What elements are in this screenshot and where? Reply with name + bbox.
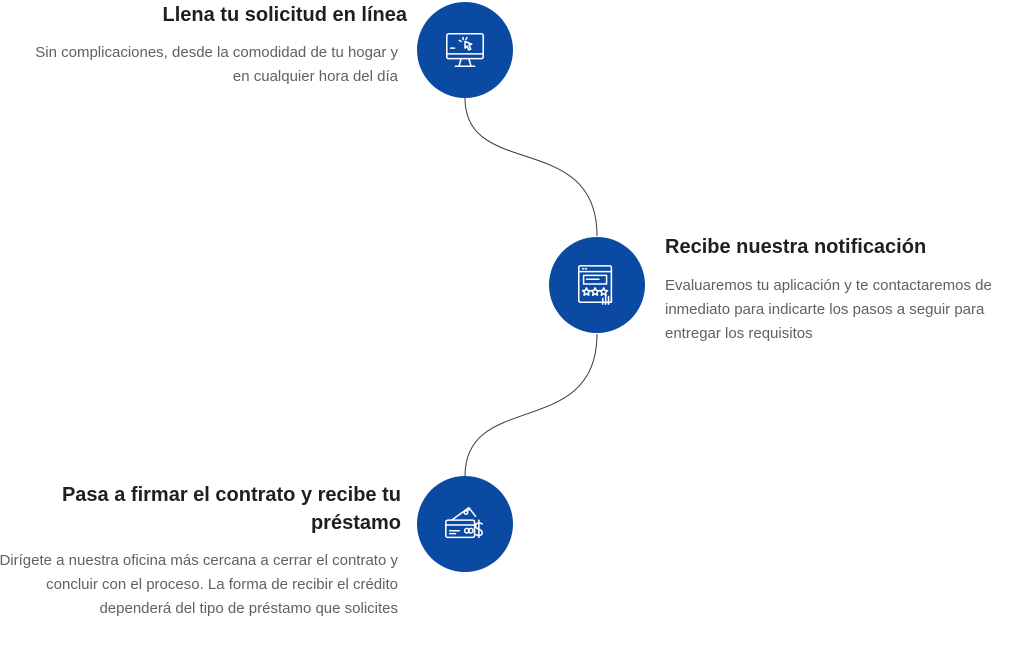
step-1-badge (417, 2, 513, 98)
step-3-badge (417, 476, 513, 572)
step-2-description: Evaluaremos tu aplicación y te contactar… (665, 277, 992, 342)
step-1-description: Sin complicaciones, desde la comodidad d… (35, 44, 398, 85)
step-2-title: Recibe nuestra notificación (665, 236, 927, 258)
step-3-title: Pasa a firmar el contrato y recibe tu pr… (61, 484, 401, 534)
step-2-badge (549, 237, 645, 333)
notification-rating-icon (578, 265, 613, 305)
connector-curve-2 (464, 333, 598, 477)
step-3-description: Dirígete a nuestra oficina más cercana a… (0, 552, 398, 617)
money-cards-icon (445, 506, 484, 539)
connector-curve-1 (464, 97, 598, 237)
step-1-title: Llena tu solicitud en línea (162, 4, 407, 26)
computer-monitor-icon (446, 32, 484, 68)
